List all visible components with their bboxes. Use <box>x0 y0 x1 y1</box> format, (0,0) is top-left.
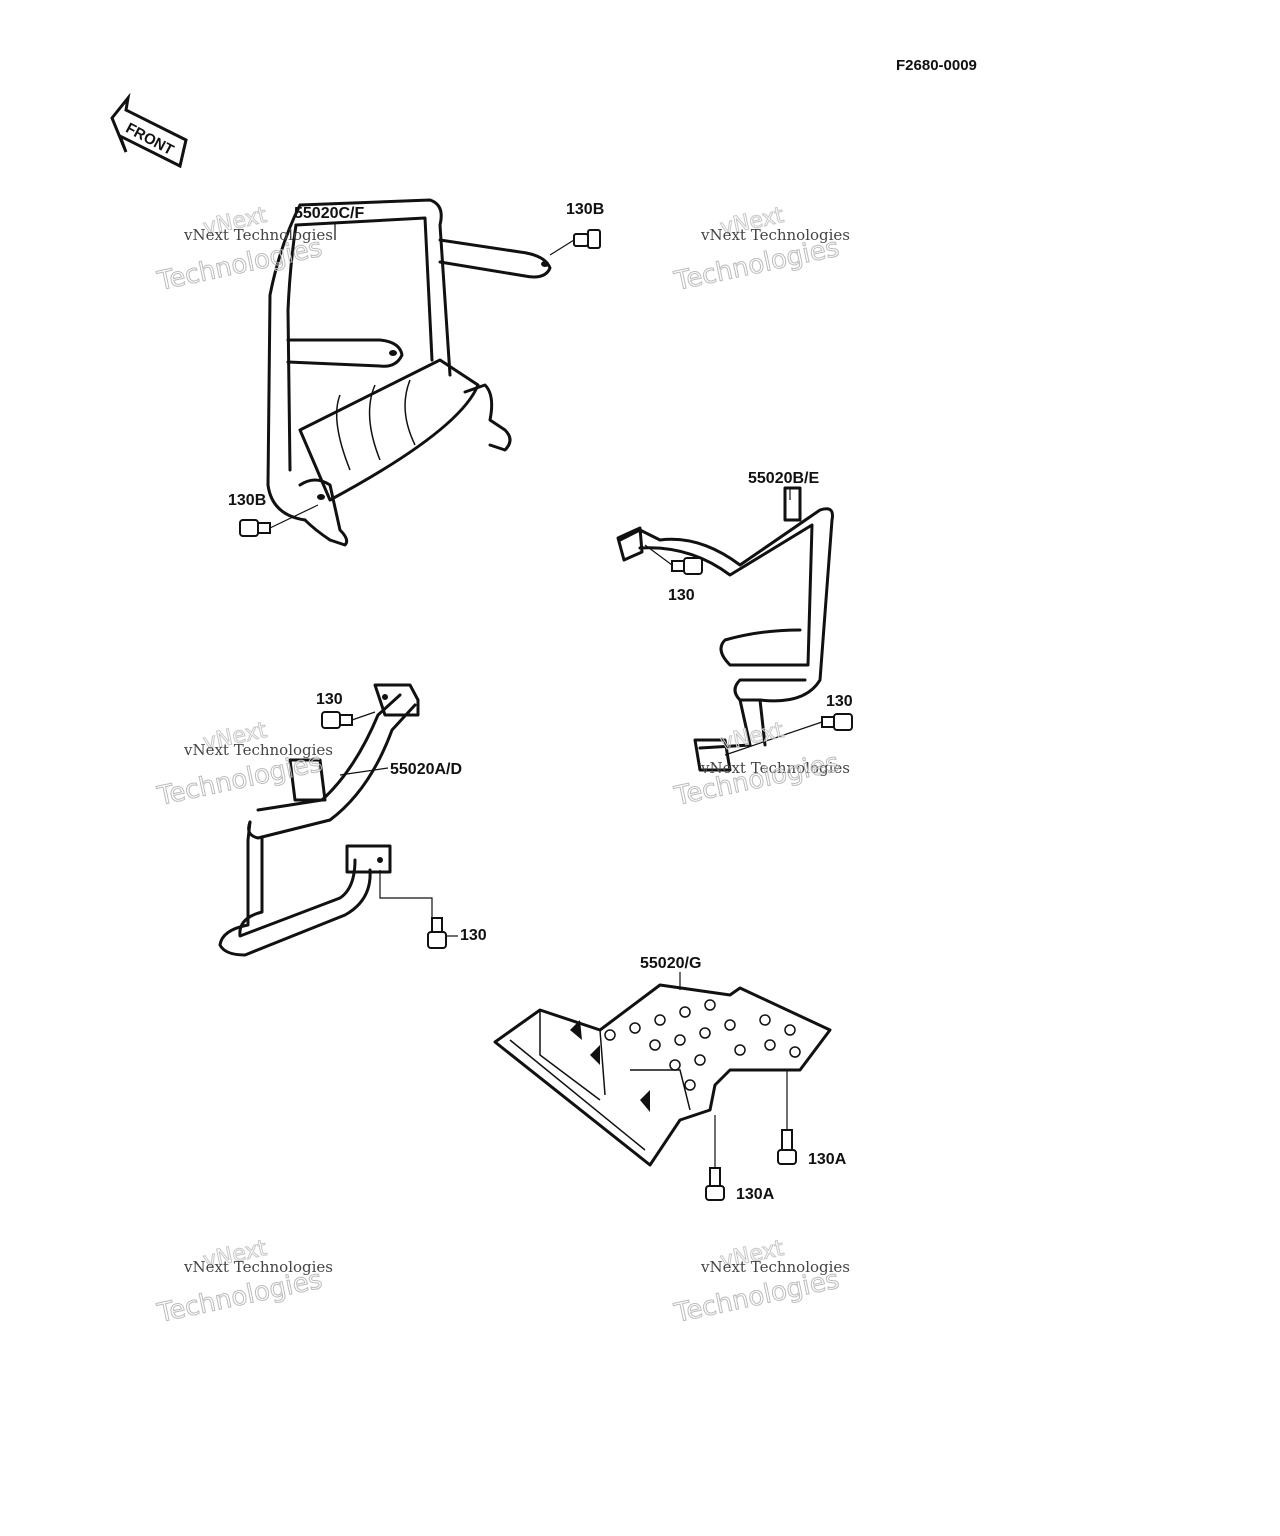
callout-bolt-front-left: 130B <box>228 492 266 509</box>
svg-text:vNext Technologies: vNext Technologies <box>183 1258 333 1276</box>
svg-text:vNext Technologies: vNext Technologies <box>183 226 333 244</box>
front-arrow-icon: FRONT <box>110 92 188 169</box>
watermark: vNext vNext Technologies Technologies <box>154 717 333 812</box>
watermark: vNext vNext Technologies Technologies <box>154 1235 333 1329</box>
callout-bolt-left-lower: 130 <box>460 927 487 944</box>
callout-bolt-left-upper: 130 <box>316 691 343 708</box>
callout-bolt-skid-right: 130A <box>808 1151 847 1168</box>
watermark: vNext vNext Technologies Technologies <box>671 202 850 297</box>
bolt-icon <box>777 1129 797 1165</box>
callout-bolt-front-top: 130B <box>566 201 604 218</box>
callout-bolt-right-lower: 130 <box>826 693 853 710</box>
svg-text:vNext Technologies: vNext Technologies <box>700 1258 850 1276</box>
right-guard-drawing <box>616 486 834 772</box>
bolt-icon <box>239 519 271 537</box>
bolt-icon <box>573 229 601 249</box>
callout-guard-front: 55020C/F <box>294 205 364 222</box>
svg-text:vNext Technologies: vNext Technologies <box>700 226 850 244</box>
left-guard-drawing <box>218 683 420 957</box>
svg-text:vNext: vNext <box>718 718 786 756</box>
bolt-icon <box>821 713 853 731</box>
callout-bolt-right-upper: 130 <box>668 587 695 604</box>
callout-guard-left: 55020A/D <box>390 761 462 778</box>
bolt-icon <box>321 711 353 729</box>
svg-text:vNext Technologies: vNext Technologies <box>700 759 850 777</box>
callout-guard-right: 55020B/E <box>748 470 819 487</box>
svg-text:vNext Technologies: vNext Technologies <box>183 741 333 759</box>
watermark: vNext vNext Technologies Technologies <box>671 1235 850 1329</box>
skid-plate-drawing <box>493 983 832 1167</box>
bolt-icon <box>705 1167 725 1201</box>
front-guard-drawing <box>266 198 552 547</box>
drawing-code: F2680-0009 <box>896 57 977 74</box>
callout-bolt-skid-left: 130A <box>736 1186 775 1203</box>
bolt-icon <box>427 917 447 949</box>
callout-skid-plate: 55020/G <box>640 955 701 972</box>
bolt-icon <box>671 557 703 575</box>
